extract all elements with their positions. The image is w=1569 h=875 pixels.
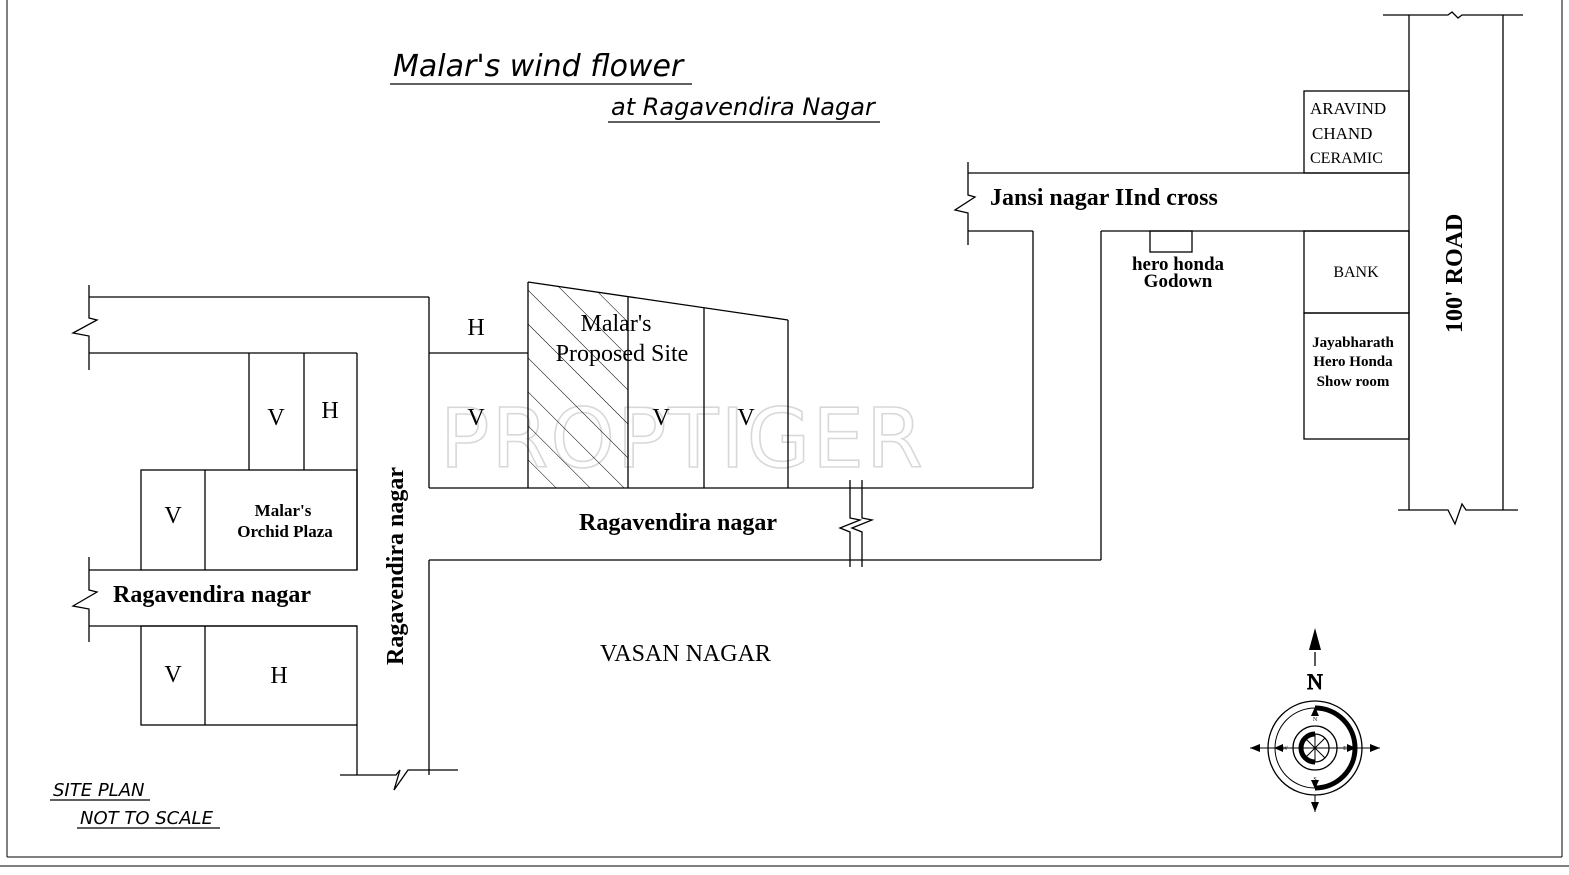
aravind-label-line1: ARAVIND [1310,99,1386,118]
bank-label: BANK [1333,264,1379,281]
title-block: Malar's wind flower at Ragavendira Nagar [390,49,880,123]
ragavendira-center-label: Ragavendira nagar [579,510,777,536]
map-title: Malar's wind flower [393,49,685,84]
plot-v-left-1: V [267,405,285,431]
compass-w-label: W [1282,746,1288,752]
hero-godown-label-line1: hero honda [1132,254,1225,275]
site-plan-label: SITE PLAN [53,780,145,801]
north-label: N [1307,669,1323,694]
ragavendira-vertical-label: Ragavendira nagar [383,467,409,665]
ragavendira-left-label: Ragavendira nagar [113,582,311,608]
aravind-label-line2: CHAND [1312,124,1372,143]
compass-e-label: E [1343,746,1347,752]
left-lower-block: V H [140,625,358,775]
showroom-label-line1: Jayabharath [1312,335,1394,351]
plot-v-central-1: V [467,405,485,431]
north-arrow-icon [1309,628,1321,650]
plot-v-left-3: V [164,662,182,688]
ragavendira-vertical-road: Ragavendira nagar [340,467,458,791]
ragavendira-center-road: Ragavendira nagar [428,480,1101,775]
jansi-nagar-cross-label: Jansi nagar IInd cross [990,185,1218,211]
plot-v-central-3: V [737,405,755,431]
proposed-site-label-line2: Proposed Site [556,341,689,367]
showroom-label-line2: Hero Honda [1313,354,1393,370]
showroom-label-line3: Show room [1317,374,1390,390]
central-block: H V V V Malar's Proposed Site [428,231,1034,489]
proposed-site-label-line1: Malar's [581,311,652,337]
left-top-road [71,285,429,370]
watermark-text: PROPTIGER [440,392,925,487]
map-subtitle: at Ragavendira Nagar [611,93,877,121]
right-block: hero honda Godown BANK Jayabharath Hero … [1100,230,1410,560]
plot-v-central-2: V [652,405,670,431]
orchid-plaza-label-line1: Malar's [255,501,312,520]
orchid-plaza-label-line2: Orchid Plaza [237,522,333,541]
compass-n-label: N [1313,717,1318,723]
aravind-label-line3: CERAMIC [1310,150,1383,167]
hundred-foot-road: 100' ROAD [1383,11,1523,526]
plot-h-left-1: H [321,398,338,424]
hundred-foot-road-label: 100' ROAD [1442,214,1468,333]
plot-h-central: H [467,315,484,341]
plot-h-left-2: H [270,663,287,689]
compass-s-label: S [1313,777,1316,783]
vasan-nagar-label: VASAN NAGAR [600,641,771,667]
not-to-scale-label: NOT TO SCALE [80,808,214,829]
jansi-nagar-cross-road: Jansi nagar IInd cross [953,162,1409,245]
plot-v-left-2: V [164,503,182,529]
left-upper-block: V H V Malar's Orchid Plaza [140,353,358,571]
aravind-chand-ceramic-building: ARAVIND CHAND CERAMIC [1303,90,1410,174]
hero-godown-label-line2: Godown [1144,271,1213,292]
compass-rose-icon: N N S W E [1250,628,1380,812]
proposed-site-hatch [528,282,628,488]
site-plan-note: SITE PLAN NOT TO SCALE [50,780,220,829]
